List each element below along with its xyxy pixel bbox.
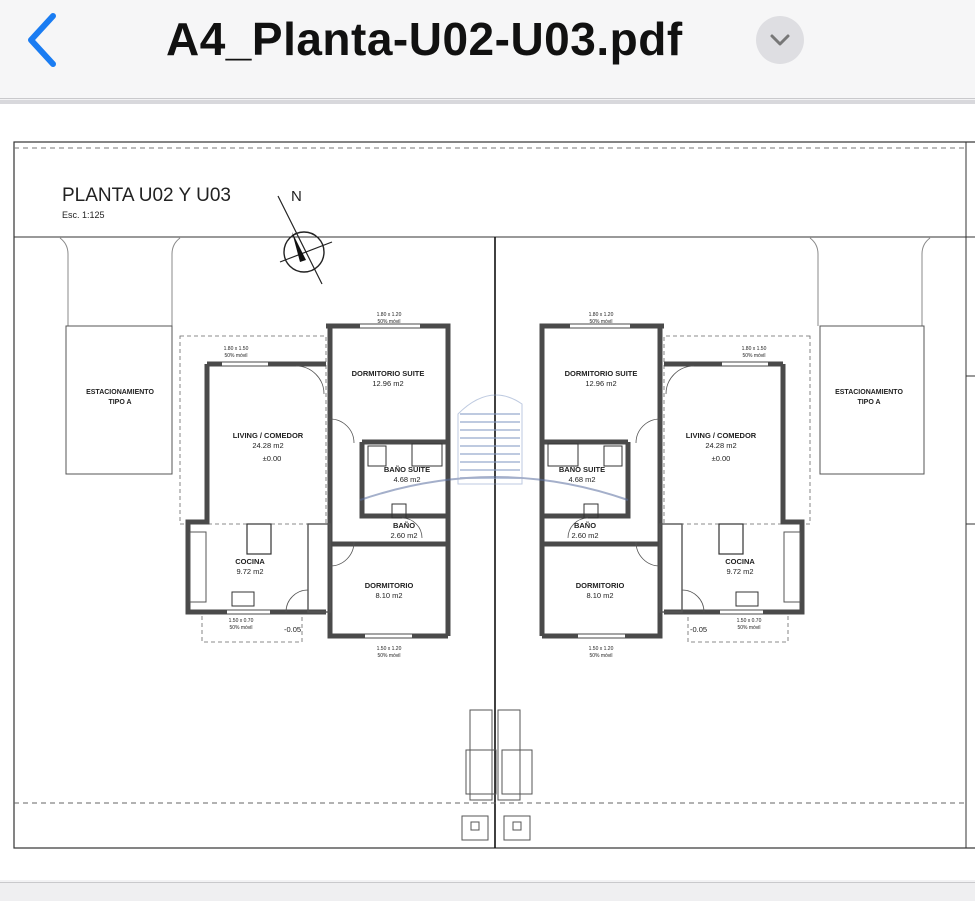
parking-left: [65, 325, 173, 475]
room-bano-left: BAÑO: [393, 521, 415, 530]
room-bano-suite-left-area: 4.68 m2: [393, 475, 420, 484]
window-kitchen-left: 1.50 x 0.70: [229, 618, 254, 624]
title-menu-button[interactable]: [756, 16, 804, 64]
window-living-right: 1.80 x 1.50: [742, 346, 767, 352]
room-dormitorio-right: DORMITORIO: [576, 581, 625, 590]
room-living-right: LIVING / COMEDOR: [686, 431, 757, 440]
room-bano-suite-left: BAÑO SUITE: [384, 465, 430, 474]
exterior-level-left: -0.05: [284, 625, 301, 634]
chevron-down-icon: [770, 34, 790, 46]
top-nav-bar: A4_Planta-U02-U03.pdf: [0, 0, 975, 99]
watermark-logo: [359, 394, 629, 501]
room-living-left-area: 24.28 m2: [252, 441, 283, 450]
window-bottom-left-mobile: 50% móvil: [377, 653, 400, 659]
room-living-left-level: ±0.00: [263, 454, 282, 463]
plan-scale: Esc. 1:125: [62, 210, 105, 220]
parking-left-sublabel: TIPO A: [108, 399, 131, 406]
room-dorm-suite-left: DORMITORIO SUITE: [352, 369, 425, 378]
window-living-left: 1.80 x 1.50: [224, 346, 249, 352]
window-living-left-mobile: 50% móvil: [224, 353, 247, 359]
chevron-left-icon: [28, 13, 56, 67]
bottom-toolbar: [0, 882, 975, 901]
room-bano-suite-right: BAÑO SUITE: [559, 465, 605, 474]
viewer-top-strip: [0, 100, 975, 104]
room-bano-right: BAÑO: [574, 521, 596, 530]
window-top-left-mobile: 50% móvil: [377, 319, 400, 325]
unit-left: [179, 323, 451, 643]
window-top-right-mobile: 50% móvil: [589, 319, 612, 325]
parking-left-label: ESTACIONAMIENTO: [86, 389, 154, 396]
back-button[interactable]: [18, 10, 66, 70]
window-top-left: 1.80 x 1.20: [377, 312, 402, 318]
room-cocina-right: COCINA: [725, 557, 755, 566]
floor-plan-drawing: PLANTA U02 Y U03 Esc. 1:125 N ESTACIONAM…: [13, 141, 975, 849]
window-kitchen-right: 1.50 x 0.70: [737, 618, 762, 624]
room-bano-suite-right-area: 4.68 m2: [568, 475, 595, 484]
room-dorm-suite-right: DORMITORIO SUITE: [565, 369, 638, 378]
exterior-level-right: -0.05: [690, 625, 707, 634]
north-arrow-icon: [277, 195, 333, 285]
room-cocina-left-area: 9.72 m2: [236, 567, 263, 576]
room-bano-right-area: 2.60 m2: [571, 531, 598, 540]
room-dorm-suite-left-area: 12.96 m2: [372, 379, 403, 388]
plan-title: PLANTA U02 Y U03: [62, 185, 231, 206]
room-living-right-area: 24.28 m2: [705, 441, 736, 450]
window-bottom-right-mobile: 50% móvil: [589, 653, 612, 659]
room-dormitorio-left-area: 8.10 m2: [375, 591, 402, 600]
entrance-gates: [461, 709, 533, 841]
parking-right-label: ESTACIONAMIENTO: [835, 389, 903, 396]
window-top-right: 1.80 x 1.20: [589, 312, 614, 318]
room-dormitorio-right-area: 8.10 m2: [586, 591, 613, 600]
room-cocina-left: COCINA: [235, 557, 265, 566]
room-living-left: LIVING / COMEDOR: [233, 431, 304, 440]
window-kitchen-right-mobile: 50% móvil: [737, 625, 760, 631]
room-living-right-level: ±0.00: [712, 454, 731, 463]
window-living-right-mobile: 50% móvil: [742, 353, 765, 359]
window-kitchen-left-mobile: 50% móvil: [229, 625, 252, 631]
parking-right-sublabel: TIPO A: [857, 399, 880, 406]
room-cocina-right-area: 9.72 m2: [726, 567, 753, 576]
room-bano-left-area: 2.60 m2: [390, 531, 417, 540]
pdf-page[interactable]: PLANTA U02 Y U03 Esc. 1:125 N ESTACIONAM…: [0, 104, 975, 880]
document-title: A4_Planta-U02-U03.pdf: [166, 13, 683, 65]
north-label: N: [291, 188, 302, 205]
window-bottom-left: 1.50 x 1.20: [377, 646, 402, 652]
window-bottom-right: 1.50 x 1.20: [589, 646, 614, 652]
room-dormitorio-left: DORMITORIO: [365, 581, 414, 590]
unit-right: [539, 323, 811, 643]
parking-right: [819, 325, 925, 475]
room-dorm-suite-right-area: 12.96 m2: [585, 379, 616, 388]
